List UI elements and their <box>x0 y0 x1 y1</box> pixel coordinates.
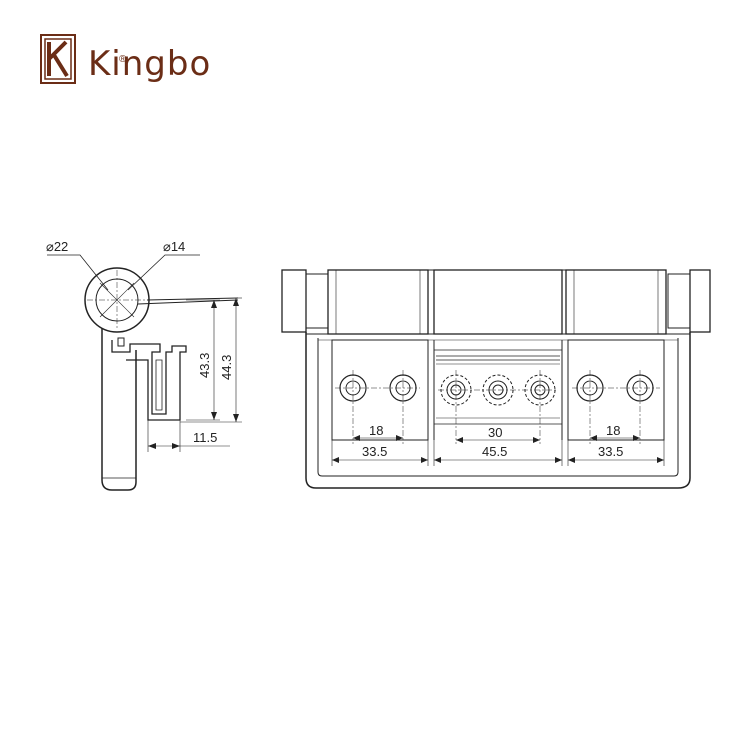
label-left-pitch: 18 <box>369 423 383 438</box>
label-right-width: 33.5 <box>598 444 623 459</box>
side-view <box>47 254 242 491</box>
kingbo-logo-icon <box>40 34 76 84</box>
label-center-pitch: 30 <box>488 425 502 440</box>
label-height-outer: 44.3 <box>219 355 234 380</box>
label-leaf-thickness: 11.5 <box>193 430 217 445</box>
brand-logo: ® Kingbo <box>40 34 250 94</box>
label-left-width: 33.5 <box>362 444 387 459</box>
label-height-inner: 43.3 <box>197 353 212 378</box>
front-view <box>281 269 711 489</box>
label-center-width: 45.5 <box>482 444 507 459</box>
label-inner-diameter: ⌀14 <box>163 239 185 254</box>
brand-name: Kingbo <box>88 44 212 84</box>
registered-mark: ® <box>119 54 127 65</box>
label-right-pitch: 18 <box>606 423 620 438</box>
label-outer-diameter: ⌀22 <box>46 239 68 254</box>
